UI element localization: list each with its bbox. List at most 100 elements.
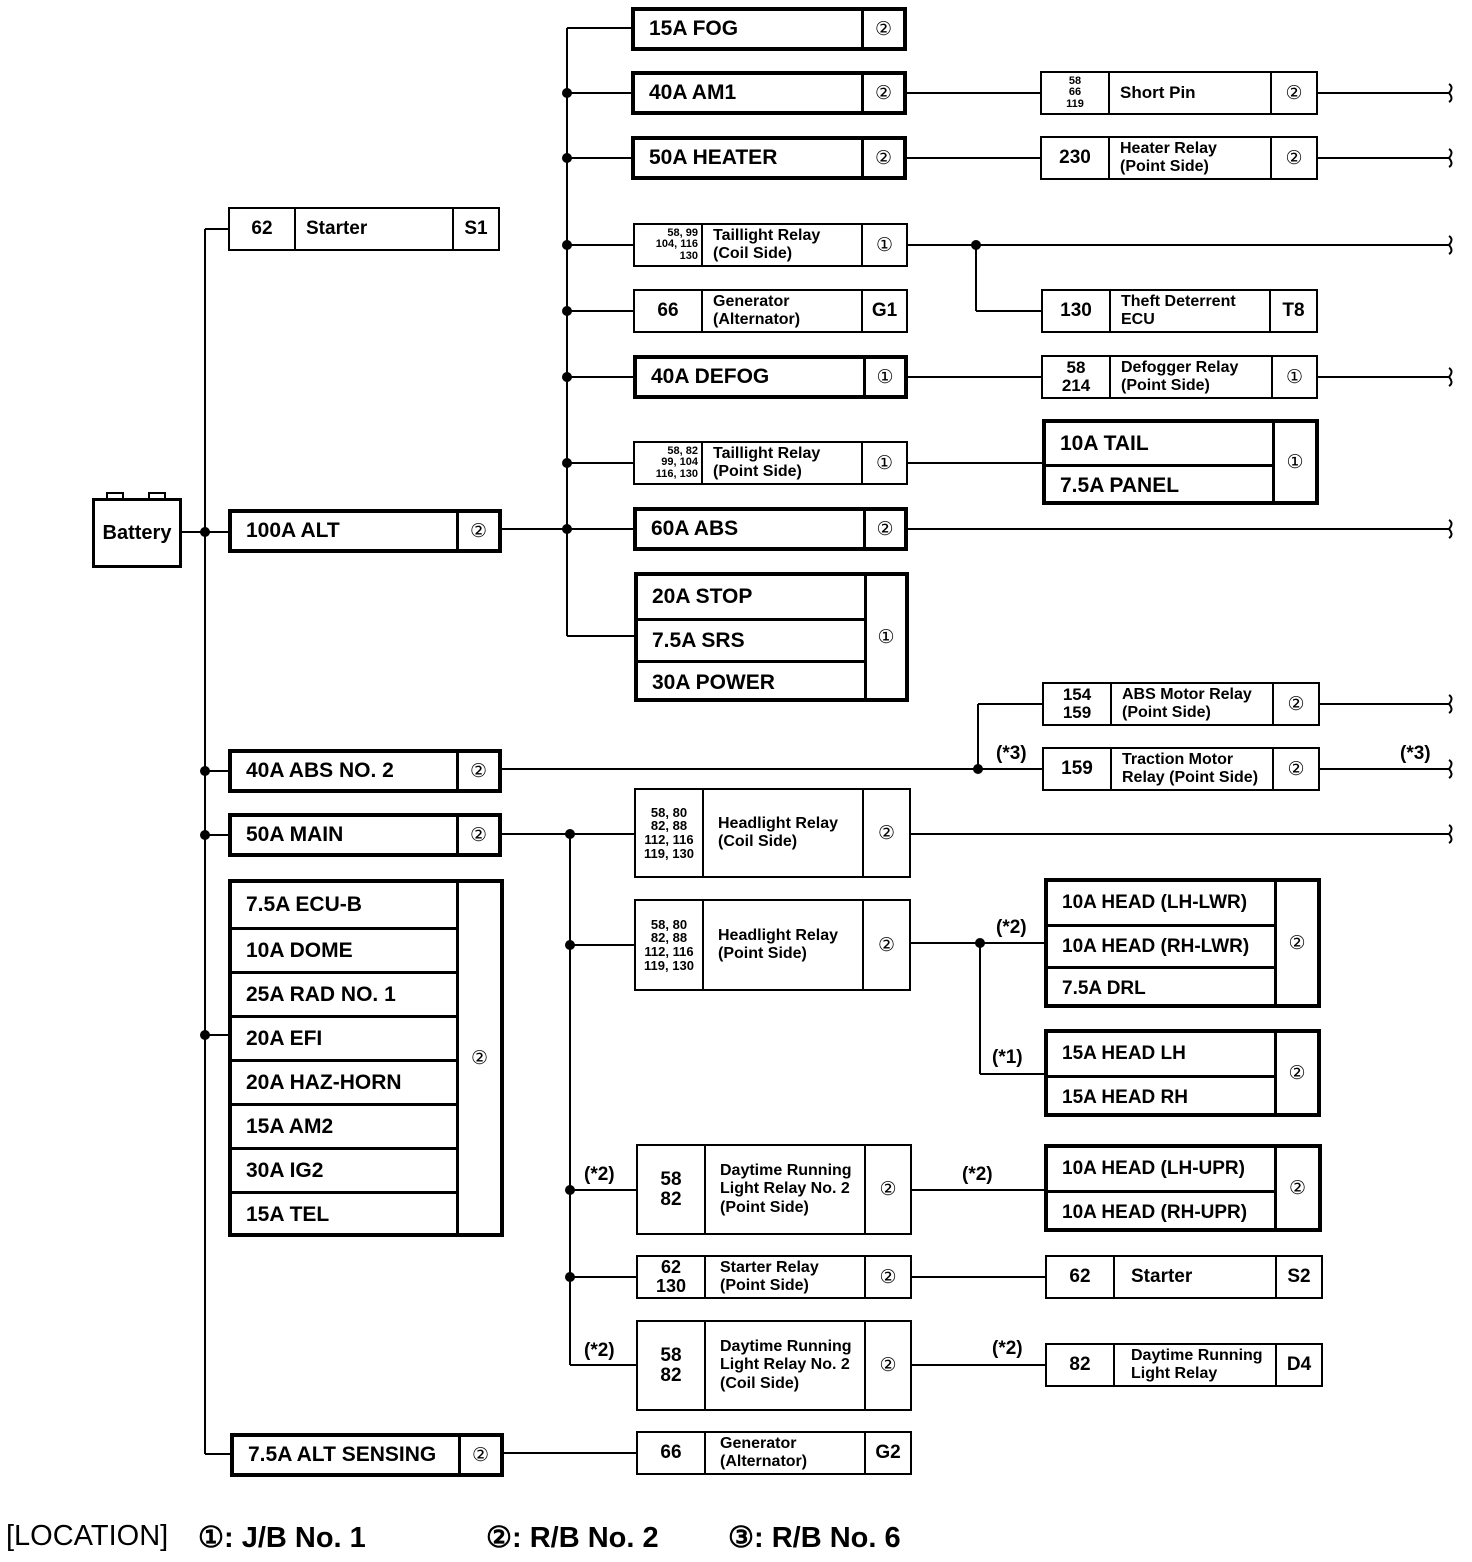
fuse-50a-main: 50A MAIN ② [228, 813, 502, 857]
starter-s2-connector: 62 Starter S2 [1045, 1255, 1323, 1299]
fuse-group-tail-location: ① [1272, 423, 1315, 501]
generator-g1-connector: 66 Generator(Alternator) G1 [633, 289, 908, 333]
pin-line: 82 [660, 1364, 682, 1386]
relay-name-line: (Coil Side) [713, 245, 793, 262]
battery-terminal-positive [148, 492, 166, 499]
ecu-name-line: Theft Deterrent [1121, 292, 1236, 310]
pin-line: 112, 116 [644, 944, 694, 959]
fuse-40a-am1-label: 40A AM1 [649, 81, 737, 104]
pin-line: 58, 80 [650, 804, 688, 820]
fuse-group-head-upr-location: ② [1274, 1148, 1318, 1228]
abs-motor-relay-location: ② [1272, 684, 1318, 724]
fuse-group-jb1-location: ① [864, 576, 905, 698]
note-2-label: (*2) [962, 1164, 993, 1185]
pin-line: 58 [1068, 74, 1082, 87]
relay-name-line: (Point Side) [1121, 377, 1210, 394]
starter-s1-pins: 62 [251, 218, 273, 240]
fuse-group-item: 20A EFI [246, 1026, 323, 1050]
taillight-coil-location: ① [861, 225, 906, 265]
starter-s1-code: S1 [452, 209, 498, 249]
generator-name-line: Generator [713, 292, 790, 310]
fuse-group-item: 10A HEAD (RH-UPR) [1062, 1201, 1248, 1223]
starter-s1-name: Starter [294, 209, 452, 249]
fuse-group-head-lwr-location: ② [1274, 882, 1317, 1004]
fuse-group-item: 10A TAIL [1060, 431, 1149, 455]
starter-relay-location: ② [864, 1257, 910, 1297]
fuse-group-item: 15A HEAD RH [1062, 1086, 1188, 1108]
relay-name-line: (Coil Side) [720, 1374, 800, 1392]
fuse-group-item: 7.5A PANEL [1060, 474, 1180, 497]
fuse-group-item: 10A HEAD (LH-UPR) [1062, 1158, 1245, 1179]
fuse-group-head-lr-location: ② [1274, 1033, 1317, 1113]
heater-relay-pins: 230 [1059, 147, 1091, 169]
pin-line: 112, 116 [644, 832, 694, 847]
pin-line: 82, 88 [650, 930, 688, 946]
fuse-60a-abs: 60A ABS ② [633, 507, 908, 551]
drl-d4-code: D4 [1275, 1345, 1321, 1385]
generator-g2-code: G2 [864, 1433, 910, 1473]
note-2-label: (*2) [584, 1340, 615, 1361]
fuse-100a-alt-label: 100A ALT [246, 519, 340, 542]
theft-ecu-pins: 130 [1060, 300, 1092, 322]
ecu-name-line: ECU [1121, 311, 1155, 328]
relay-name-line: ABS Motor Relay [1122, 685, 1252, 703]
drl-no2-point-location: ② [864, 1146, 910, 1233]
pin-line: 58 [660, 1344, 682, 1366]
relay-name-line: Defogger Relay [1121, 358, 1239, 376]
generator-g2-connector: 66 Generator(Alternator) G2 [636, 1431, 912, 1475]
fuse-50a-main-location: ② [456, 817, 498, 853]
pin-line: 58 [1066, 358, 1086, 378]
fuse-alt-sensing-label: 7.5A ALT SENSING [248, 1443, 437, 1466]
fuse-60a-abs-location: ② [863, 511, 904, 547]
generator-name-line: (Alternator) [720, 1453, 808, 1470]
battery: Battery [92, 498, 182, 568]
starter-s1-connector: 62 Starter S1 [228, 207, 500, 251]
relay-name-line: Traction Motor [1122, 750, 1234, 768]
fuse-group-item: 7.5A SRS [652, 628, 745, 652]
defogger-relay-location: ① [1271, 357, 1316, 397]
fuse-group-item: 15A AM2 [246, 1114, 334, 1138]
relay-name-line: Headlight Relay [718, 814, 839, 832]
fuse-100a-alt-location: ② [456, 513, 498, 549]
fuse-group-head-upr: 10A HEAD (LH-UPR) 10A HEAD (RH-UPR) ② [1044, 1144, 1322, 1232]
relay-name-line: Heater Relay [1120, 139, 1217, 157]
pin-line: 58, 99 [667, 226, 698, 239]
traction-relay-location: ② [1272, 749, 1318, 789]
short-pin-location: ② [1270, 73, 1316, 113]
pin-line: 66 [1068, 86, 1082, 99]
fuse-40a-defog-label: 40A DEFOG [651, 365, 770, 388]
relay-name-line: Light Relay No. 2 [720, 1180, 850, 1198]
traction-relay-pins: 159 [1061, 758, 1093, 780]
relay-name-line: Daytime Running [720, 1337, 852, 1355]
relay-name-line: Daytime Running [720, 1161, 852, 1179]
heater-relay-point-side: 230 Heater Relay(Point Side) ② [1040, 136, 1318, 180]
fuse-group-item: 20A HAZ-HORN [246, 1070, 402, 1094]
relay-name-line: Taillight Relay [713, 226, 821, 244]
fuse-group-head-lh-rh: 15A HEAD LH 15A HEAD RH ② [1044, 1029, 1321, 1117]
fuse-group-item: 10A HEAD (LH-LWR) [1062, 892, 1248, 913]
note-1-label: (*1) [992, 1047, 1023, 1068]
note-3-label: (*3) [996, 743, 1027, 764]
fuse-group-rb2: 7.5A ECU-B 10A DOME 25A RAD NO. 1 20A EF… [228, 879, 504, 1237]
battery-label: Battery [102, 521, 172, 544]
note-3-label: (*3) [1400, 743, 1431, 764]
generator-g1-pins: 66 [657, 300, 679, 322]
headlight-point-location: ② [862, 901, 909, 989]
fuse-50a-main-label: 50A MAIN [246, 823, 344, 846]
pin-line: 82, 88 [650, 818, 688, 834]
fuse-40a-am1: 40A AM1 ② [631, 71, 907, 115]
headlight-coil-location: ② [862, 790, 909, 876]
relay-name-line: (Point Side) [718, 945, 807, 962]
generator-g1-code: G1 [861, 291, 906, 331]
pin-line: 104, 116 [655, 238, 698, 251]
